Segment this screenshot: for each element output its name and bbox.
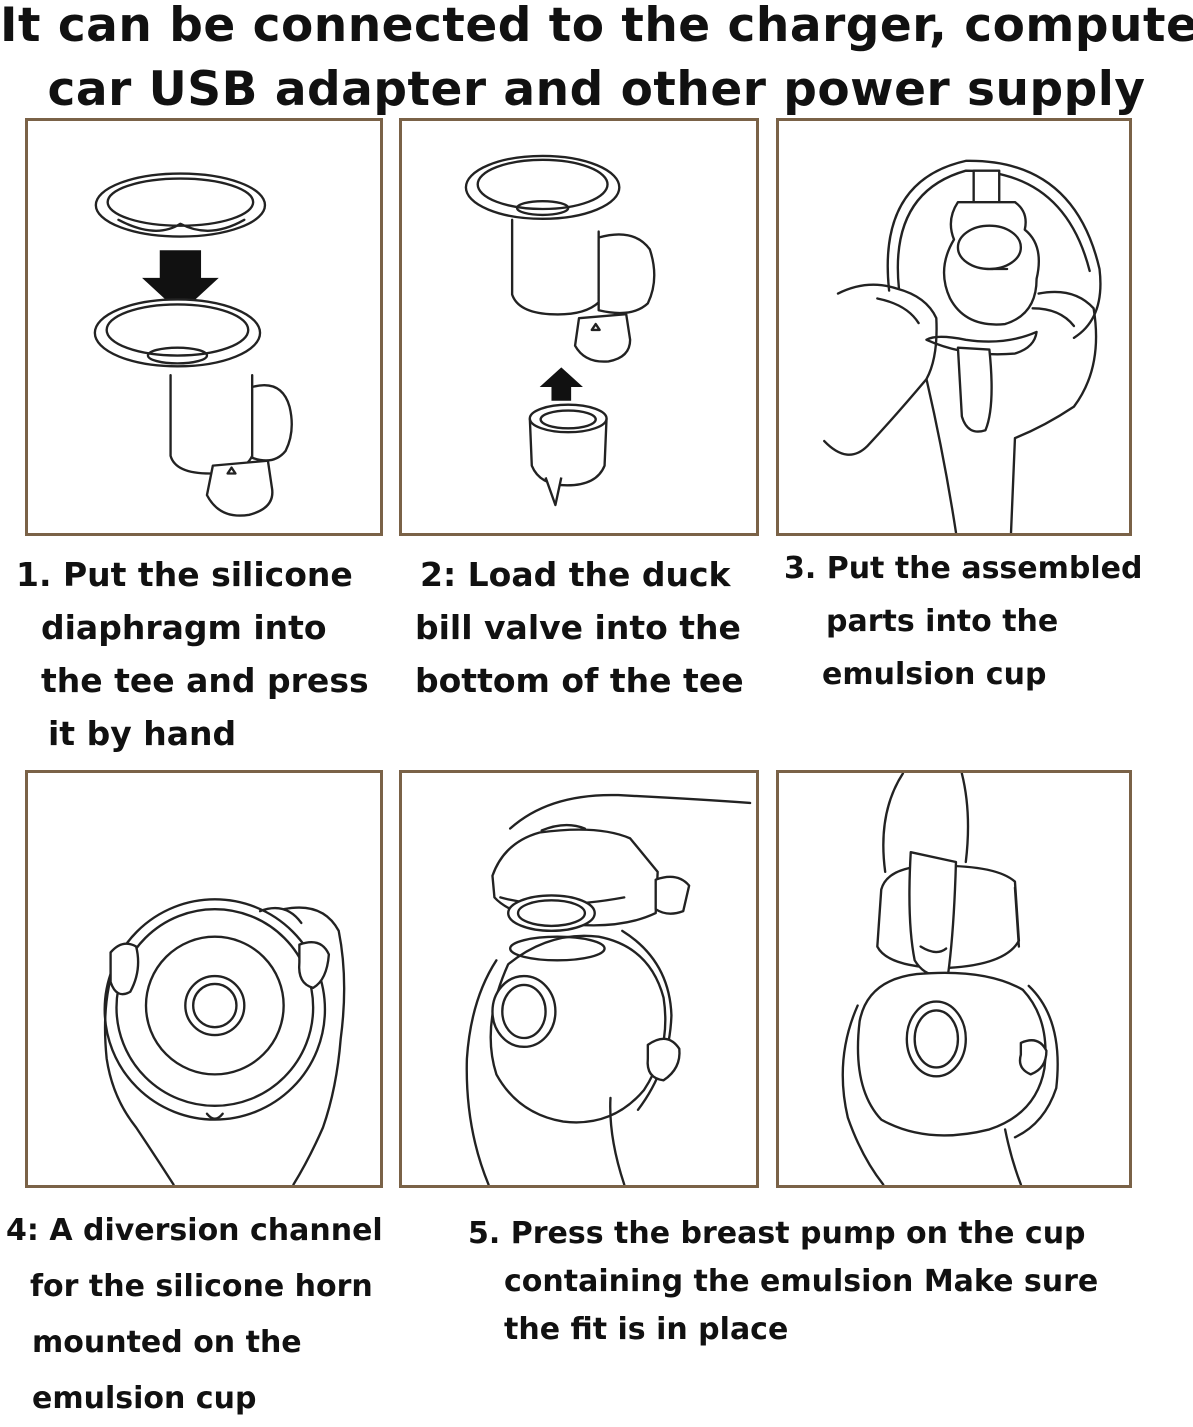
step-5-caption: 5. Press the breast pump on the cup cont… [468, 1210, 1098, 1354]
caption-line: 1. Put the silicone [16, 555, 353, 594]
hands-pressing-pump-illustration [465, 793, 752, 1185]
panel-step-4 [25, 770, 383, 1188]
caption-line: emulsion cup [32, 1381, 257, 1416]
panel-step-5 [399, 770, 759, 1188]
caption-line: mounted on the [32, 1325, 302, 1360]
caption-line: bottom of the tee [415, 661, 744, 700]
caption-line: 3. Put the assembled [784, 551, 1143, 586]
diaphragm-into-tee-illustration [93, 172, 293, 517]
assembled-parts-into-cup-illustration [823, 159, 1102, 533]
step-4-caption: 4: A diversion channel for the silicone … [6, 1203, 383, 1427]
caption-line: diaphragm into [41, 608, 327, 647]
caption-line: the tee and press [41, 661, 369, 700]
hands-holding-horn-illustration [103, 898, 346, 1185]
caption-line: emulsion cup [822, 657, 1047, 692]
step-2-caption: 2: Load the duck bill valve into the bot… [415, 548, 744, 707]
step-3-caption: 3. Put the assembled parts into the emul… [784, 542, 1142, 701]
header-line-1: It can be connected to the charger, comp… [0, 0, 1193, 53]
caption-line: bill valve into the [415, 608, 741, 647]
caption-line: 2: Load the duck [420, 555, 731, 594]
panel-step-6 [776, 770, 1132, 1188]
caption-line: the fit is in place [504, 1312, 789, 1347]
step-1-caption: 1. Put the silicone diaphragm into the t… [16, 548, 369, 760]
caption-line: for the silicone horn [30, 1269, 373, 1304]
panel-step-2 [399, 118, 759, 536]
panel-step-1 [25, 118, 383, 536]
header-line-2: car USB adapter and other power supply [47, 62, 1146, 117]
duckbill-valve-illustration [464, 154, 656, 507]
caption-line: parts into the [826, 604, 1059, 639]
pump-fitted-on-cup-illustration [841, 773, 1059, 1185]
caption-line: 5. Press the breast pump on the cup [468, 1216, 1086, 1251]
caption-line: it by hand [48, 714, 237, 753]
caption-line: containing the emulsion Make sure [504, 1264, 1099, 1299]
panel-step-3 [776, 118, 1132, 536]
caption-line: 4: A diversion channel [6, 1213, 383, 1248]
